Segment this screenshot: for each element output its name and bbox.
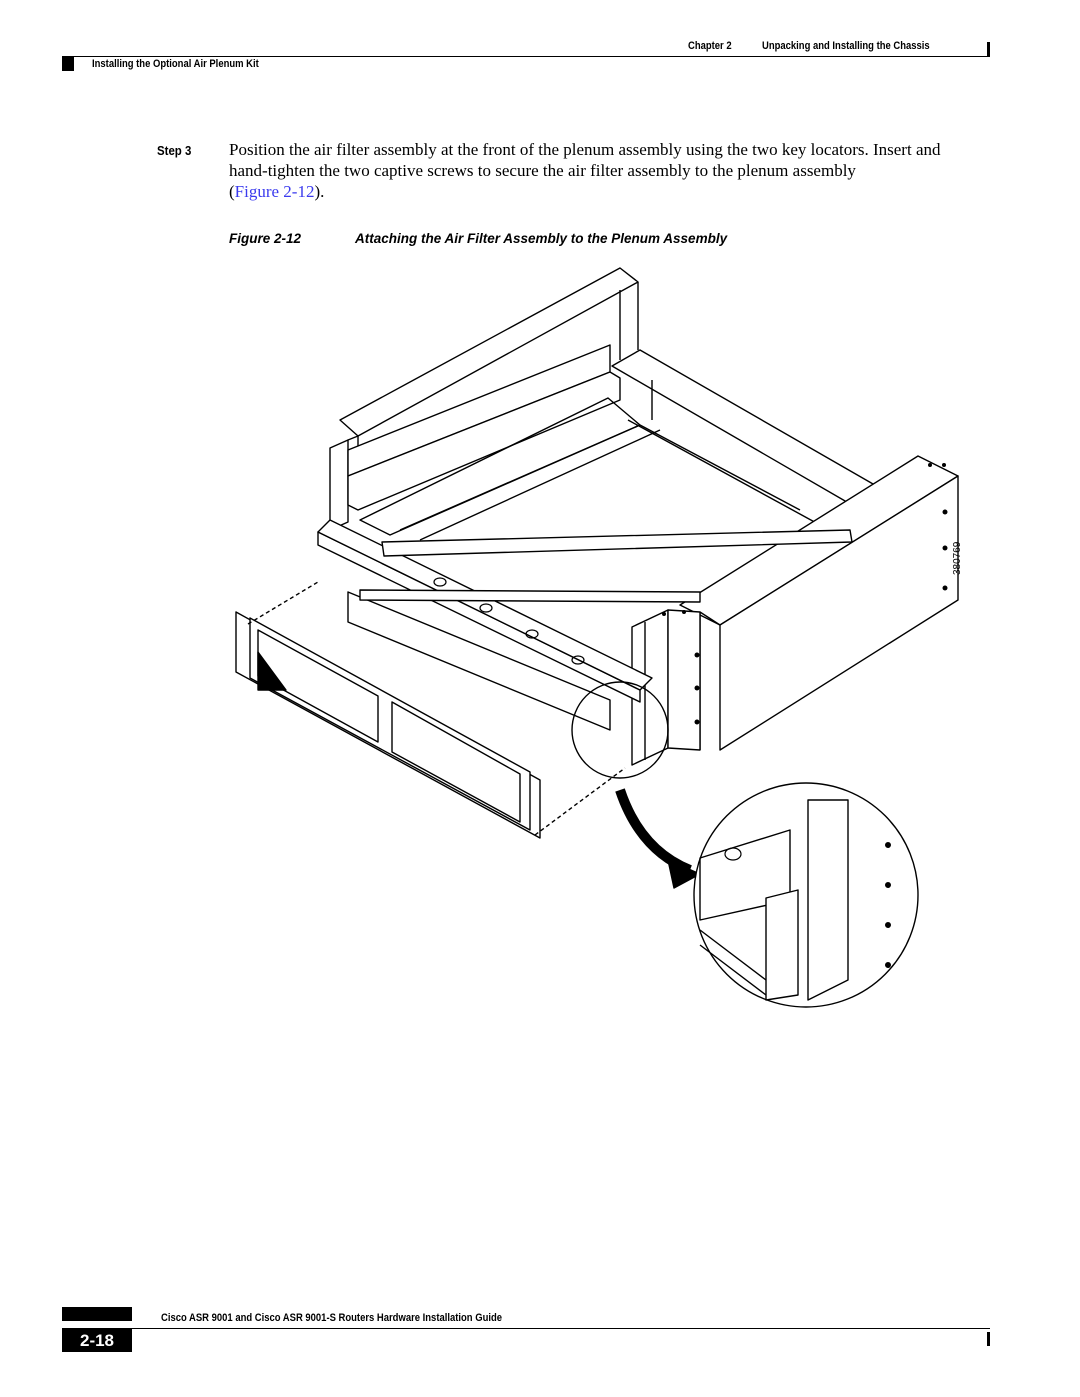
step-text-line2: hand-tighten the two captive screws to s… <box>229 161 856 180</box>
figure-caption: Attaching the Air Filter Assembly to the… <box>355 231 728 246</box>
footer-rule <box>62 1328 990 1329</box>
step-text-line3: (Figure 2-12). <box>229 181 999 202</box>
step-text-line1: Position the air filter assembly at the … <box>229 140 941 159</box>
header-left-block <box>62 57 74 71</box>
footer-block <box>62 1307 132 1321</box>
chapter-label: Chapter 2 <box>688 40 732 52</box>
section-title: Installing the Optional Air Plenum Kit <box>92 58 259 70</box>
footer-guide-title: Cisco ASR 9001 and Cisco ASR 9001-S Rout… <box>161 1312 503 1324</box>
page-number: 2-18 <box>79 1331 115 1350</box>
header-right-bar <box>987 42 990 56</box>
chapter-title: Unpacking and Installing the Chassis <box>762 40 930 52</box>
header-rule <box>62 56 990 57</box>
footer-right-bar <box>987 1332 990 1346</box>
paren-open: ( <box>229 182 235 201</box>
step-instructions: Position the air filter assembly at the … <box>229 139 999 202</box>
art-number: 380769 <box>952 541 963 575</box>
figure-link[interactable]: Figure 2-12 <box>234 182 315 201</box>
step-label: Step 3 <box>157 143 192 158</box>
paren-close: ). <box>314 182 325 201</box>
page-number-box: 2-18 <box>62 1329 132 1352</box>
figure-label: Figure 2-12 <box>229 231 302 246</box>
